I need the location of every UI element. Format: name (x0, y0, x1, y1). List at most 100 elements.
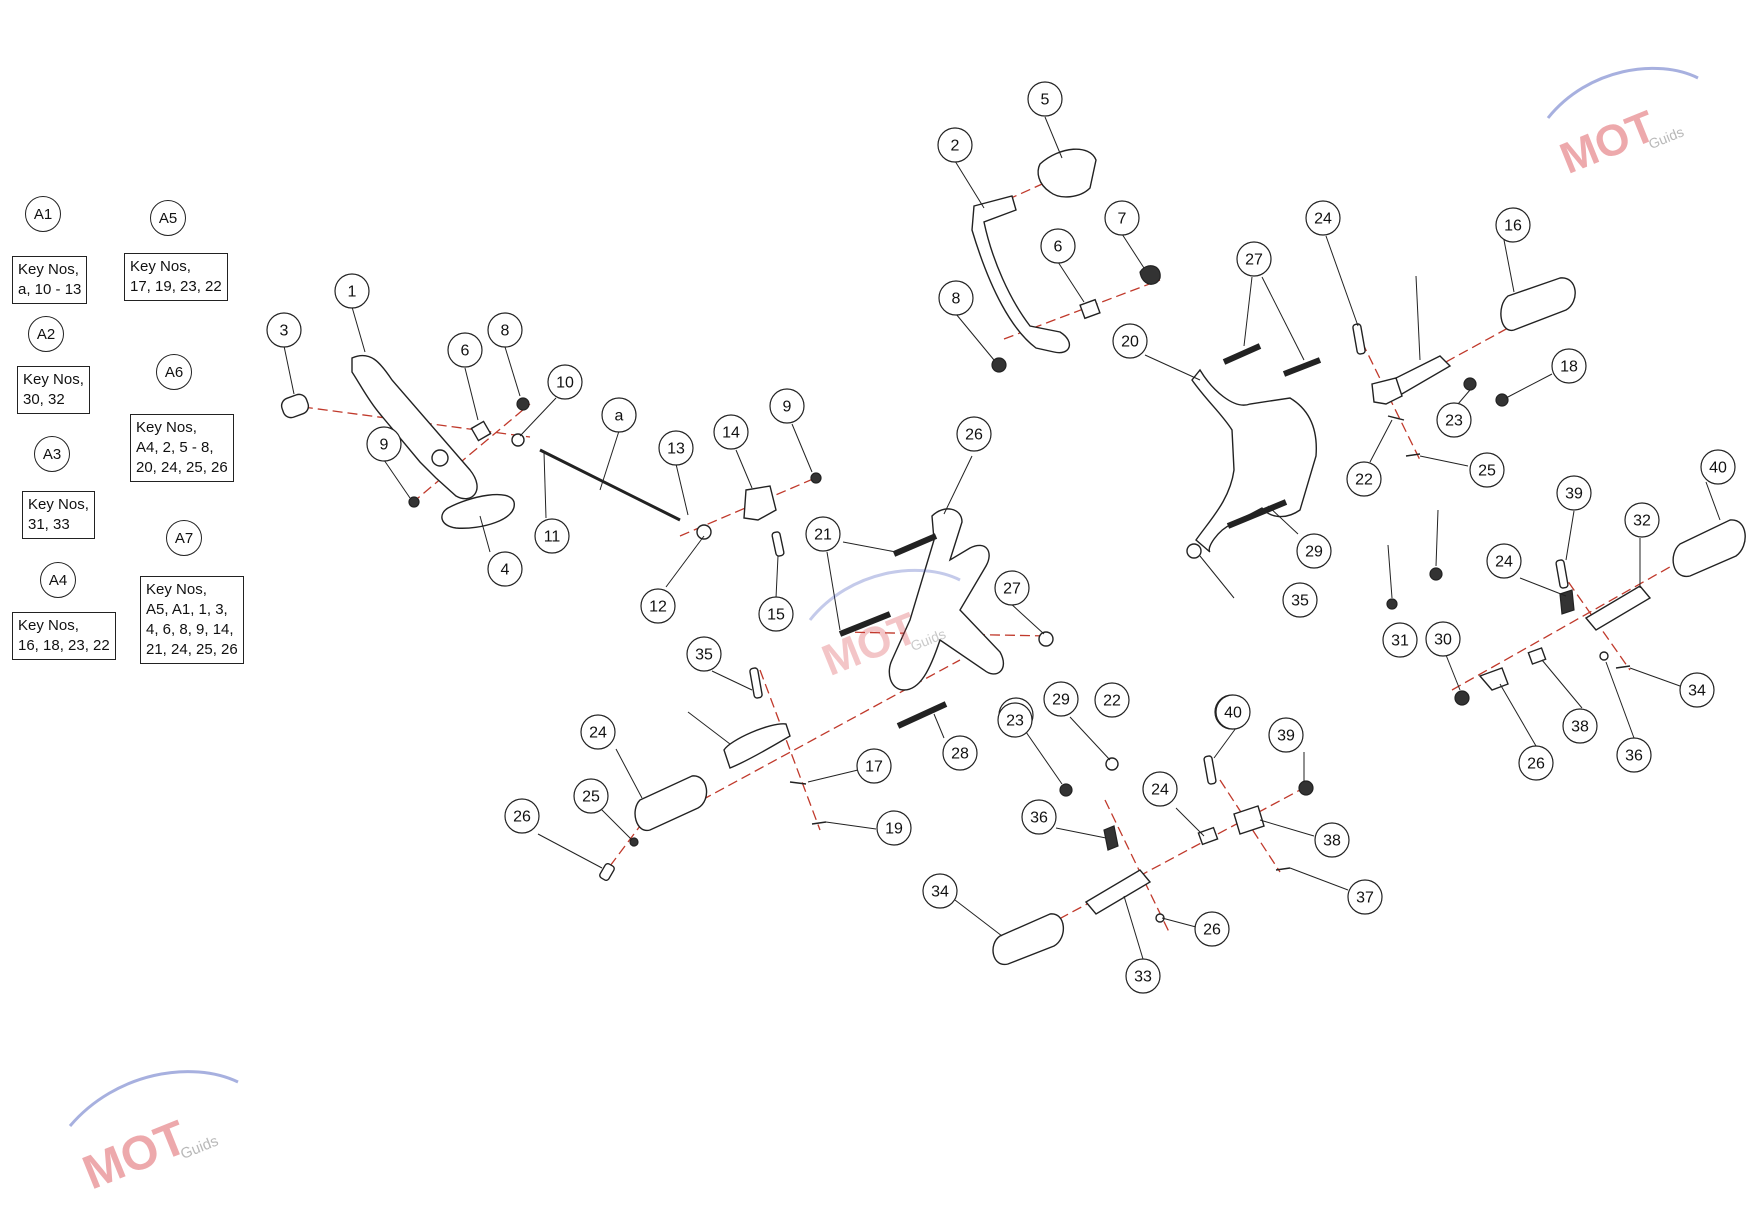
ball-35-right (1599, 651, 1609, 661)
leader (1069, 716, 1111, 761)
split-pin-26-left (811, 821, 827, 825)
callout-label: 35 (695, 647, 713, 664)
leader (933, 713, 945, 739)
callout-circle (1469, 452, 1505, 488)
callout-circle (1043, 681, 1079, 717)
callout-label: 29 (1052, 692, 1070, 709)
gear-pedal-pad (441, 493, 515, 529)
callout-label: a (615, 408, 624, 425)
callout-label: 7 (1118, 211, 1127, 228)
leader (1369, 419, 1393, 463)
leader (775, 555, 779, 599)
leader (383, 459, 411, 499)
callout-circle (1236, 241, 1272, 277)
watermark-text: MOT (76, 1111, 195, 1190)
kit-badge-a2: A2 (28, 316, 64, 352)
callout-circle (938, 280, 974, 316)
callout-circle (922, 873, 958, 909)
callout-label: 4 (501, 562, 510, 579)
callout-circle (504, 798, 540, 834)
callout-34: 34 (922, 873, 958, 909)
leader (1325, 235, 1359, 327)
leader (464, 367, 479, 421)
callout-circle (640, 588, 676, 624)
linkage-arm (743, 485, 777, 521)
kit-badge-a6: A6 (156, 354, 192, 390)
pin-24-right-top (1352, 323, 1366, 355)
callout-label: 3 (280, 323, 289, 340)
callout-label: 26 (1203, 922, 1221, 939)
pillion-right-rubber (1672, 519, 1746, 577)
callout-circle (658, 430, 694, 466)
callout-label: 20 (1121, 334, 1139, 351)
callout-label: 18 (1560, 359, 1578, 376)
callout-circle (1346, 461, 1382, 497)
callout-circle (601, 397, 637, 433)
leader (807, 769, 859, 783)
leader (615, 748, 643, 799)
nut-23-right (1495, 393, 1509, 407)
leader (1161, 917, 1197, 928)
callout-circle (1562, 708, 1598, 744)
nut-38-left (1298, 780, 1314, 796)
callout-label: 37 (1356, 890, 1374, 907)
callout-label: 24 (1495, 554, 1513, 571)
leader (1415, 275, 1421, 361)
callout-circle (997, 702, 1033, 738)
callout-label: 2 (951, 138, 960, 155)
kit-box-a2: Key Nos, 30, 32 (17, 366, 90, 414)
leader (943, 455, 973, 515)
callout-15: 15 (758, 596, 794, 632)
bolt-27-right-b (1282, 357, 1322, 377)
callout-34: 34 (1679, 672, 1715, 708)
pin-24-left-lower (1203, 755, 1217, 785)
callout-25: 25 (1469, 452, 1505, 488)
kit-badge-a5: A5 (150, 200, 186, 236)
callout-circle (805, 516, 841, 552)
callout-label: 39 (1565, 486, 1583, 503)
callout-circle (1436, 402, 1472, 438)
callout-label: 33 (1134, 969, 1152, 986)
leader (1144, 354, 1201, 381)
axis-gear-lever-pivot (411, 403, 531, 504)
callout-30: 30 (1425, 621, 1461, 657)
leader (687, 711, 731, 745)
bolt-23-left (599, 862, 615, 882)
callout-circle (573, 778, 609, 814)
rod-end-left (511, 433, 525, 447)
callout-label: 26 (965, 427, 983, 444)
callout-circle (1425, 621, 1461, 657)
leader (1243, 276, 1253, 347)
callout-23: 23 (1436, 402, 1472, 438)
leader (283, 345, 295, 395)
callout-24: 24 (1142, 771, 1178, 807)
callout-circle (1112, 323, 1148, 359)
kit-badge-a7: A7 (166, 520, 202, 556)
clip-25-right (1387, 415, 1405, 421)
callout-9: 9 (769, 388, 805, 424)
callout-label: 29 (1305, 544, 1323, 561)
callout-circle (447, 332, 483, 368)
leader-lines (283, 116, 1721, 960)
callout-label: 8 (501, 323, 510, 340)
callout-label: 34 (1688, 683, 1706, 700)
watermark-logo: MOT Guids (68, 1070, 239, 1200)
callout-circle (1551, 348, 1587, 384)
leader (504, 346, 521, 397)
callout-24: 24 (1305, 200, 1341, 236)
callout-label: 19 (885, 821, 903, 838)
pin-15 (771, 531, 785, 557)
callout-label: 40 (1709, 460, 1727, 477)
pin-24-right-lower (1555, 559, 1569, 589)
pin-24-left (749, 667, 763, 699)
leader (479, 515, 491, 553)
leader (675, 463, 689, 516)
callout-label: 36 (1030, 810, 1048, 827)
callout-24: 24 (580, 714, 616, 750)
leader (1445, 654, 1461, 691)
nut-9-right (810, 472, 822, 484)
callout-circle (1268, 717, 1304, 753)
callout-6: 6 (447, 332, 483, 368)
callout-circle (1094, 682, 1130, 718)
callout-circle (758, 596, 794, 632)
